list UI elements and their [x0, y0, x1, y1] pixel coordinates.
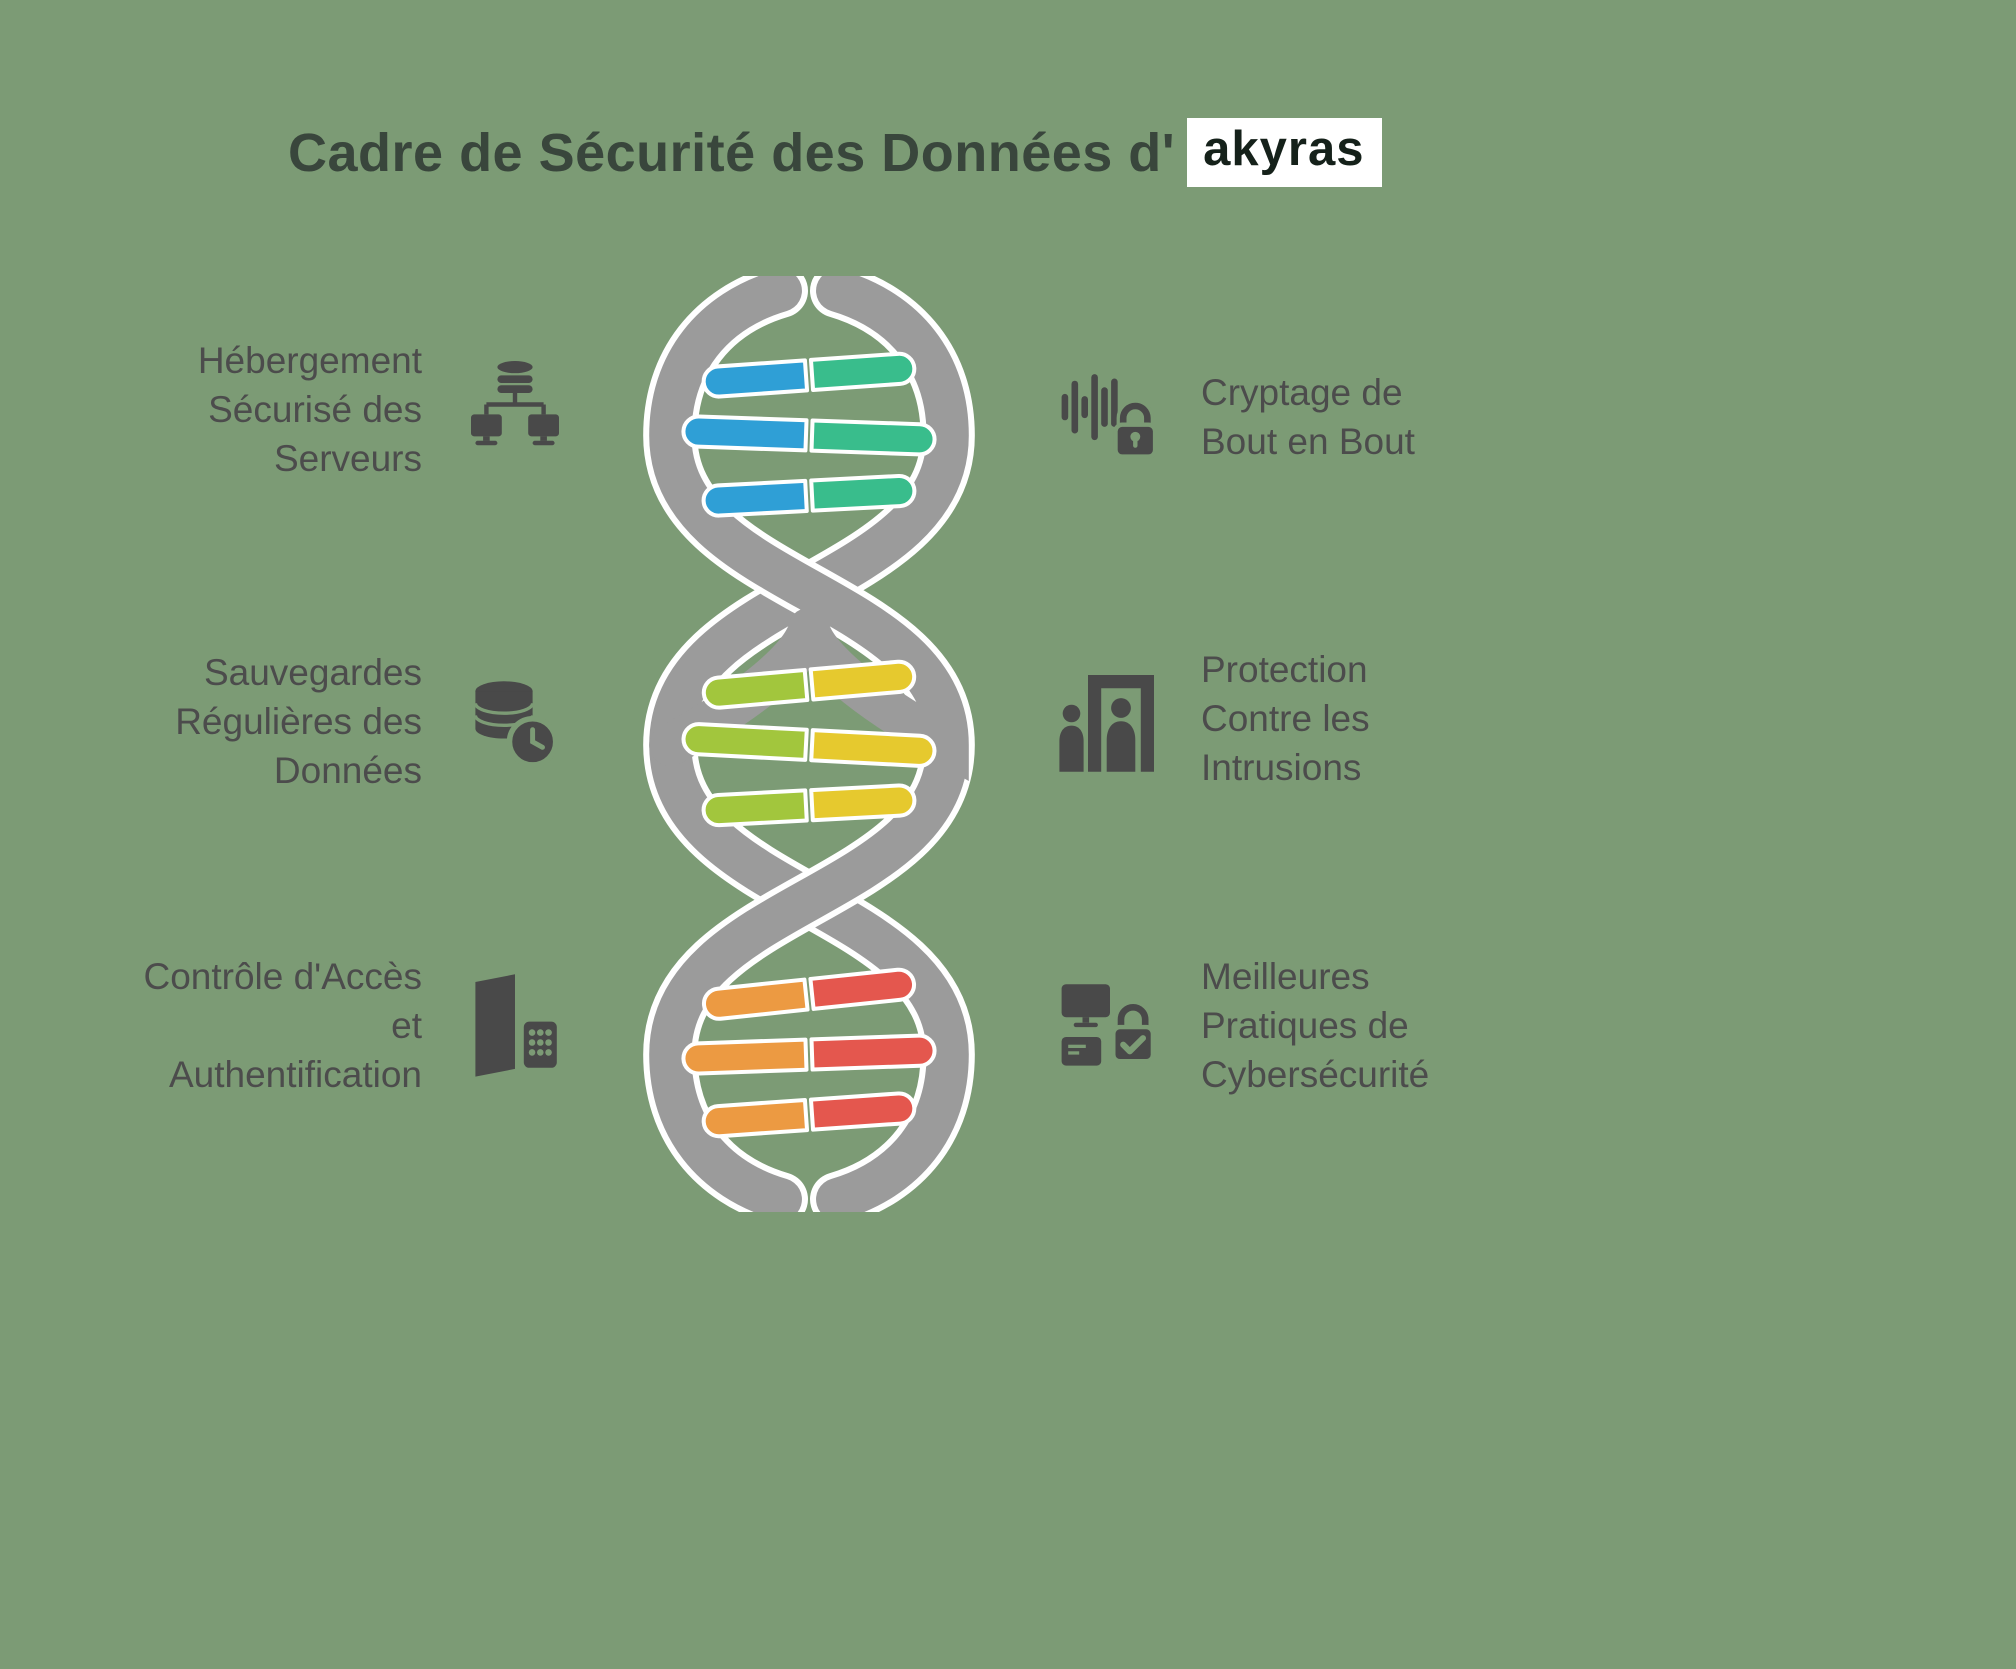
rung-left-half — [701, 667, 810, 710]
feature-label: Protection Contre les Intrusions — [1201, 649, 1370, 789]
rung-left-half — [681, 1037, 809, 1076]
dna-rung — [701, 1091, 917, 1139]
feature-intrusion-protection: Protection Contre les Intrusions — [1055, 645, 1655, 793]
dna-rung — [701, 473, 917, 518]
feature-label: Contrôle d'Accès et Authentification — [143, 956, 422, 1096]
rung-right-half — [809, 728, 937, 768]
dna-rung — [681, 1033, 937, 1076]
dna-strand-left — [649, 276, 969, 1212]
dna-rung — [701, 967, 917, 1021]
data-backup-clock-icon — [460, 667, 570, 777]
rung-left-half — [701, 1098, 810, 1139]
rung-right-half — [809, 418, 937, 457]
brand-logo: akyras — [1187, 118, 1383, 187]
dna-rung — [701, 783, 917, 828]
rung-left-half — [701, 788, 809, 828]
feature-secure-servers: Hébergement Sécurisé des Serveurs — [70, 336, 570, 484]
dna-rung — [701, 659, 917, 710]
dna-rung — [681, 414, 937, 457]
rung-left-half — [701, 977, 810, 1021]
feature-data-backups: Sauvegardes Régulières des Données — [70, 648, 570, 796]
dna-helix-graphic — [643, 276, 975, 1212]
rung-left-half — [681, 722, 809, 762]
dna-rung — [681, 722, 937, 768]
dna-rung — [701, 351, 917, 399]
devices-lock-check-icon — [1055, 971, 1165, 1081]
rung-right-half — [808, 659, 917, 702]
title-text: Cadre de Sécurité des Données d' — [288, 122, 1176, 183]
feature-cybersecurity-practices: Meilleures Pratiques de Cybersécurité — [1055, 952, 1655, 1100]
feature-label: Hébergement Sécurisé des Serveurs — [197, 340, 422, 480]
rung-left-half — [701, 358, 810, 399]
feature-label: Sauvegardes Régulières des Données — [175, 652, 422, 792]
security-gate-icon — [1055, 664, 1165, 774]
rung-right-half — [809, 783, 917, 823]
page-title: Cadre de Sécurité des Données d' akyras — [288, 118, 1383, 187]
secure-servers-icon — [460, 355, 570, 465]
feature-label: Cryptage de Bout en Bout — [1201, 371, 1415, 462]
rung-right-half — [809, 473, 917, 513]
door-keypad-icon — [460, 971, 570, 1081]
feature-label: Meilleures Pratiques de Cybersécurité — [1201, 956, 1430, 1096]
feature-access-control: Contrôle d'Accès et Authentification — [70, 952, 570, 1100]
feature-encryption: Cryptage de Bout en Bout — [1055, 362, 1655, 472]
rung-left-half — [681, 414, 809, 453]
rung-left-half — [701, 478, 809, 518]
rung-right-half — [808, 967, 917, 1011]
waveform-lock-icon — [1055, 362, 1165, 472]
rung-right-half — [809, 1033, 937, 1072]
rung-right-half — [808, 351, 917, 393]
rung-right-half — [808, 1091, 917, 1132]
